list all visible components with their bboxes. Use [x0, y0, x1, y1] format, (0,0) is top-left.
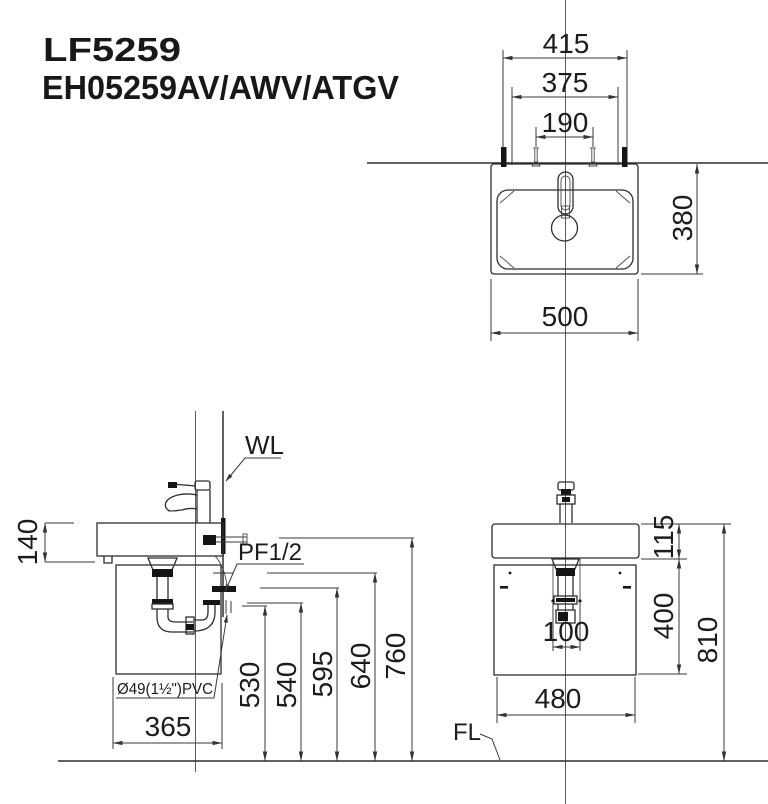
drain-pipe-label: Ø49(1½")PVC [117, 681, 213, 698]
product-code: LF5259 [43, 31, 181, 68]
dim-190-value: 190 [542, 107, 589, 138]
dim-100: 100 [543, 603, 590, 651]
dim-100-value: 100 [543, 616, 590, 647]
mounting-bolts-plan [501, 147, 628, 167]
dim-500-value: 500 [542, 301, 589, 332]
dim-400-value: 400 [648, 593, 679, 640]
dim-140: 140 [12, 519, 95, 566]
dim-375-value: 375 [542, 67, 589, 98]
dim-190: 190 [535, 107, 594, 147]
dim-365: 365 [112, 677, 223, 749]
faucet-front [556, 481, 576, 523]
washbasin-plan-outline [490, 163, 639, 275]
side-view: WL 140 [12, 411, 415, 772]
top-view: 415 375 190 380 500 [367, 28, 768, 341]
right-door-handle [623, 586, 631, 589]
supply-callout: PF1/2 [224, 539, 304, 593]
dim-115-value: 115 [648, 515, 679, 560]
supply-label: PF1/2 [238, 539, 302, 566]
washbasin-side [96, 522, 224, 564]
supply-connection-side [212, 555, 236, 592]
drain-trap-side [147, 557, 232, 635]
dim-760: 760 [279, 537, 415, 762]
dim-640-value: 640 [345, 643, 376, 690]
dim-595-value: 595 [307, 651, 338, 698]
cabinet-front [493, 564, 637, 676]
right-door-pin [618, 571, 622, 575]
dim-760-value: 760 [380, 633, 411, 680]
product-models: EH05259AV/AWV/ATGV [42, 69, 399, 106]
dim-595: 595 [260, 587, 340, 762]
dim-810: 810 [692, 523, 727, 762]
wall-line-callout: WL [225, 430, 284, 482]
dim-530-value: 530 [234, 662, 265, 709]
dim-380-value: 380 [667, 195, 698, 242]
dim-415-value: 415 [543, 28, 590, 59]
faucet-shank-pins [531, 147, 598, 167]
dim-810-value: 810 [692, 617, 723, 664]
left-door-pin [508, 571, 512, 575]
dim-380: 380 [641, 163, 703, 275]
washbasin-front [491, 523, 640, 559]
dim-400: 400 [638, 558, 687, 675]
wall-line-label: WL [245, 430, 284, 460]
dim-540: 540 [247, 602, 304, 762]
dim-530: 530 [234, 605, 268, 762]
title-block: LF5259 EH05259AV/AWV/ATGV [42, 31, 399, 106]
faucet-plan [557, 171, 574, 219]
dim-115: 115 [641, 515, 731, 560]
floor-line-label: FL [453, 719, 481, 746]
faucet-side [164, 480, 211, 523]
dim-480: 480 [496, 677, 636, 723]
drain-pipe-callout: Ø49(1½")PVC [116, 614, 228, 699]
dim-640: 640 [267, 572, 378, 762]
dim-365-value: 365 [145, 711, 192, 742]
dim-140-value: 140 [12, 519, 43, 566]
wall-bolt-side [203, 533, 248, 546]
dim-540-value: 540 [271, 662, 302, 709]
dim-480-value: 480 [535, 683, 582, 714]
front-view: 100 115 400 810 480 FL [58, 481, 768, 762]
left-door-handle [500, 586, 508, 589]
dim-375: 375 [511, 67, 619, 165]
dim-415: 415 [502, 28, 628, 148]
cabinet-side [115, 564, 222, 675]
dim-500: 500 [490, 279, 639, 341]
drain-assembly-front [551, 558, 582, 624]
drain-hole-plan [550, 214, 579, 242]
floor-line-callout: FL [453, 719, 501, 761]
